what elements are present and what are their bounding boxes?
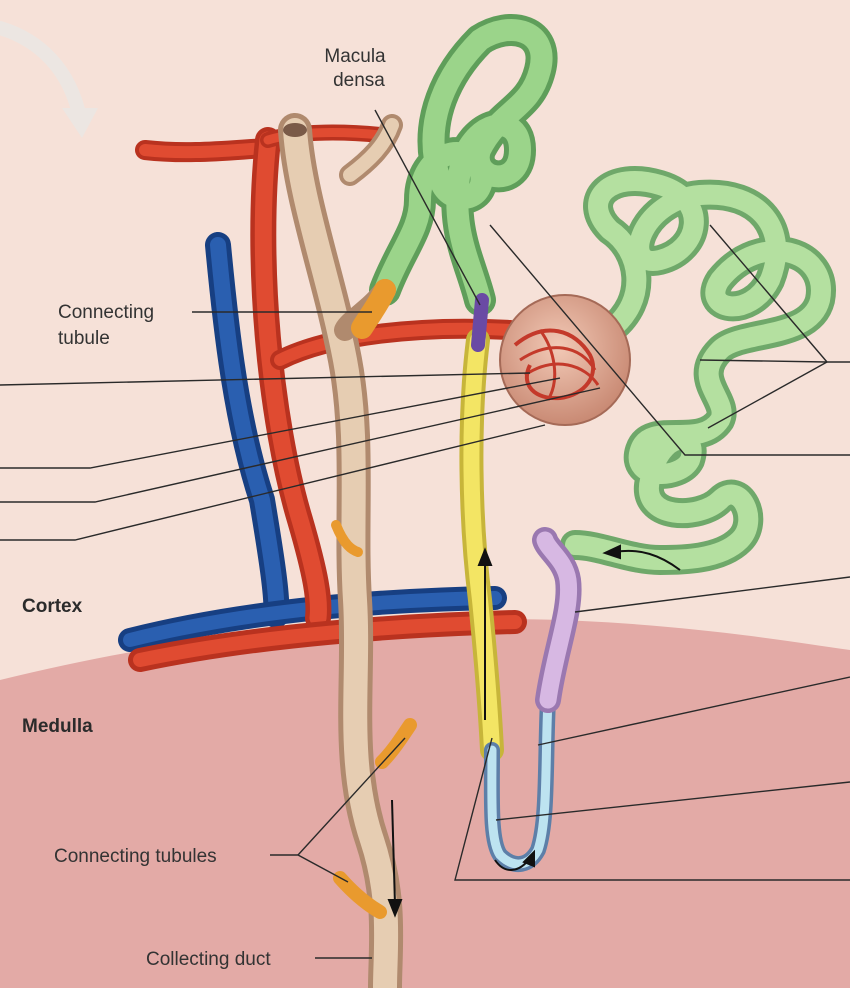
label-collecting-duct: Collecting duct: [146, 949, 271, 970]
label-connecting-tubule-1: Connecting: [58, 302, 154, 323]
label-macula-densa-2: densa: [333, 70, 385, 91]
label-connecting-tubules: Connecting tubules: [54, 846, 217, 867]
label-connecting-tubule-2: tubule: [58, 328, 110, 349]
label-cortex: Cortex: [22, 596, 83, 617]
duct-opening: [283, 123, 307, 137]
medulla-region: [0, 619, 850, 988]
label-medulla: Medulla: [22, 716, 93, 737]
label-macula-densa-1: Macula: [324, 46, 386, 67]
macula-densa-cells: [478, 300, 482, 345]
